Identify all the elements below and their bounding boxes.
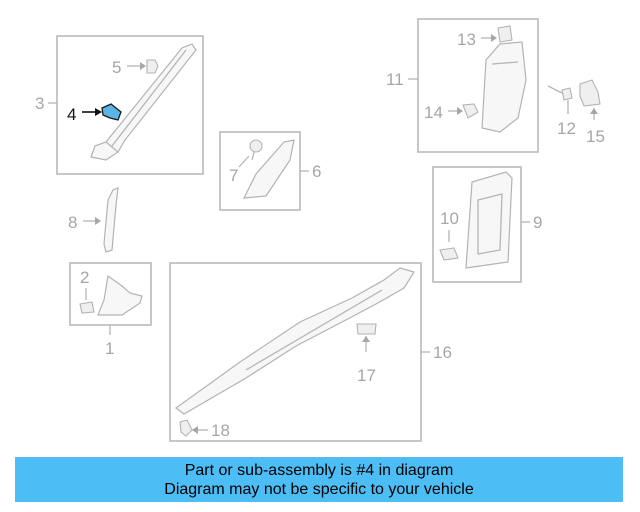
callout-5: 5 [112,58,121,77]
callout-8: 8 [68,213,77,232]
group-8-bracket: 8 [68,187,119,253]
group-11-b-pillar-upper: 11 13 14 [386,18,539,153]
callout-1: 1 [105,339,114,358]
parts-diagram: 3 5 4 6 7 8 1 2 [35,18,605,442]
callout-15: 15 [586,127,605,146]
group-1-trim: 1 2 [69,262,152,358]
callout-9: 9 [533,213,542,232]
callout-11: 11 [386,70,404,89]
callout-16: 16 [433,343,452,362]
callout-10: 10 [440,209,459,228]
banner-line-1: Part or sub-assembly is #4 in diagram [184,461,454,479]
banner-line-2: Diagram may not be specific to your vehi… [164,480,474,498]
callout-13: 13 [457,30,476,49]
callout-18: 18 [211,421,230,440]
callout-2: 2 [80,268,89,287]
group-9-b-pillar-lower: 9 10 [432,166,542,283]
callout-12: 12 [557,119,576,138]
group-3-a-pillar-trim: 3 5 4 [35,35,204,175]
group-12-15-fasteners: 12 15 [547,79,605,146]
group-16-sill-trim: 16 17 18 [169,262,452,442]
callout-6: 6 [312,162,321,181]
info-banner: Part or sub-assembly is #4 in diagram Di… [15,457,623,502]
callout-14: 14 [424,103,443,122]
callout-17: 17 [357,366,376,385]
part-4-highlight [101,103,122,121]
callout-4: 4 [67,105,76,124]
group-6-trim-panel: 6 7 [219,131,321,211]
callout-3: 3 [35,94,44,113]
callout-7: 7 [229,166,238,185]
